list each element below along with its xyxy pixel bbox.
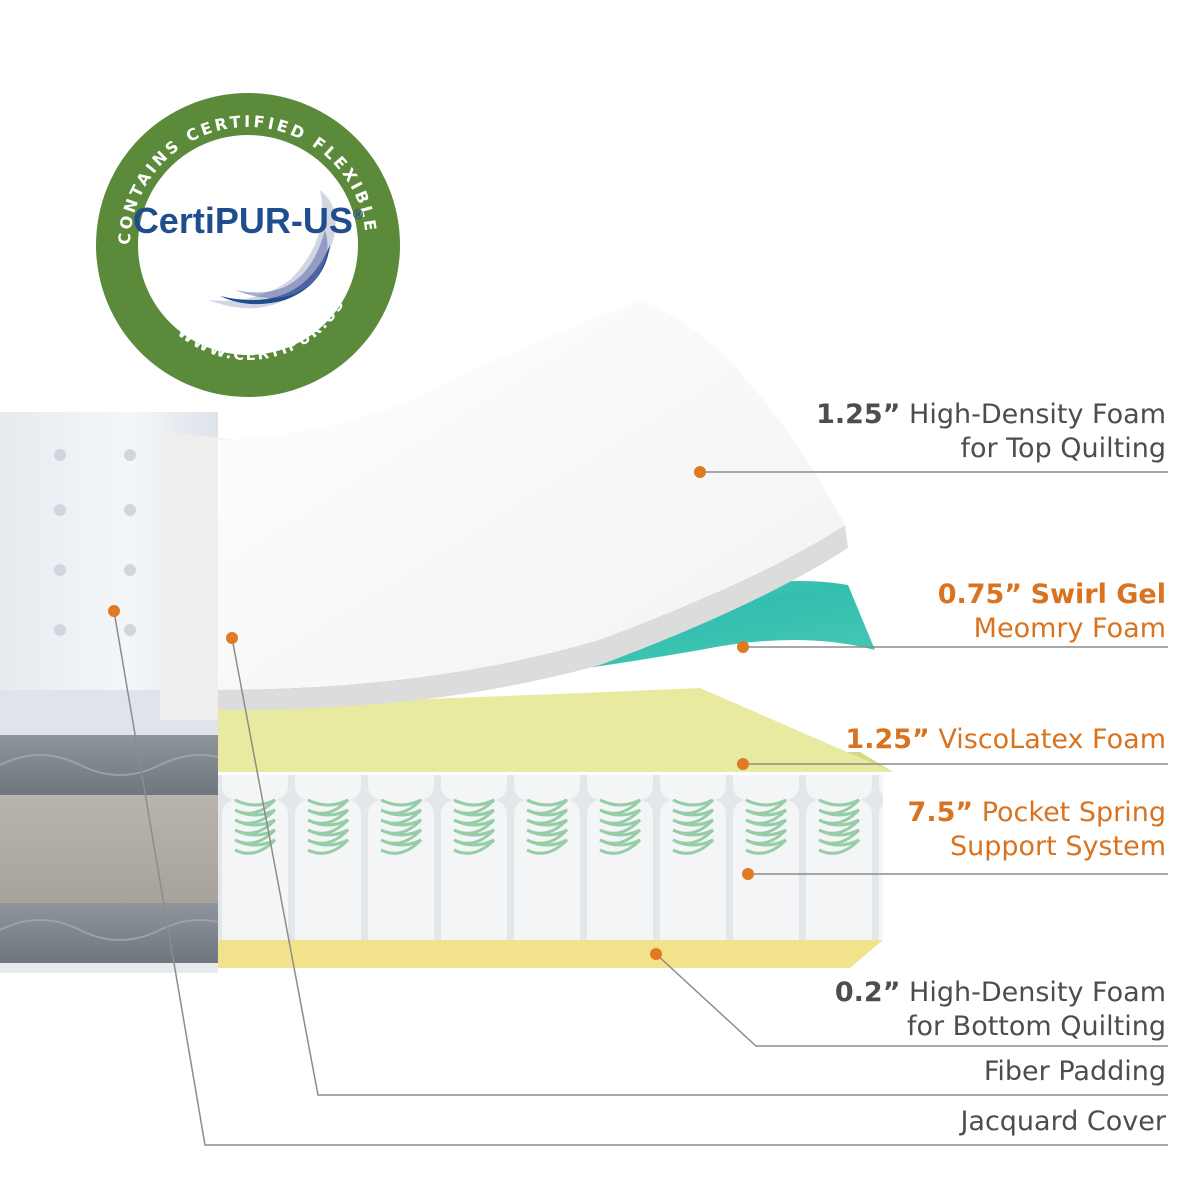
callout-dot-springs <box>742 868 754 880</box>
viscolatex-foam-layer <box>218 688 893 772</box>
callout-lines <box>113 471 1168 1146</box>
callout-dot-viscolatex <box>737 758 749 770</box>
seal-brand-text: CertiPUR-US® <box>133 200 364 241</box>
callout-dot-top-foam <box>694 466 706 478</box>
label-fiber-padding: Fiber Padding <box>983 1056 1166 1087</box>
callout-dot-cover <box>108 605 120 617</box>
label-jacquard-cover: Jacquard Cover <box>960 1106 1166 1137</box>
label-viscolatex: 1.25” ViscoLatex Foam <box>845 724 1166 755</box>
callout-dot-bottom-foam <box>650 948 662 960</box>
label-top-foam: 1.25” High-Density Foam for Top Quilting <box>816 399 1166 464</box>
callout-dots <box>108 466 754 960</box>
callout-dot-gel-foam <box>737 641 749 653</box>
label-springs: 7.5” Pocket Spring Support System <box>907 797 1166 862</box>
label-bottom-foam: 0.2” High-Density Foam for Bottom Quilti… <box>834 977 1166 1042</box>
top-foam-layer <box>218 300 848 711</box>
callout-dot-fiber <box>226 632 238 644</box>
pocket-spring-block <box>218 775 883 940</box>
certipur-seal <box>96 93 400 397</box>
bottom-foam-layer <box>218 940 883 968</box>
label-gel-foam: 0.75” Swirl Gel Meomry Foam <box>937 579 1166 644</box>
